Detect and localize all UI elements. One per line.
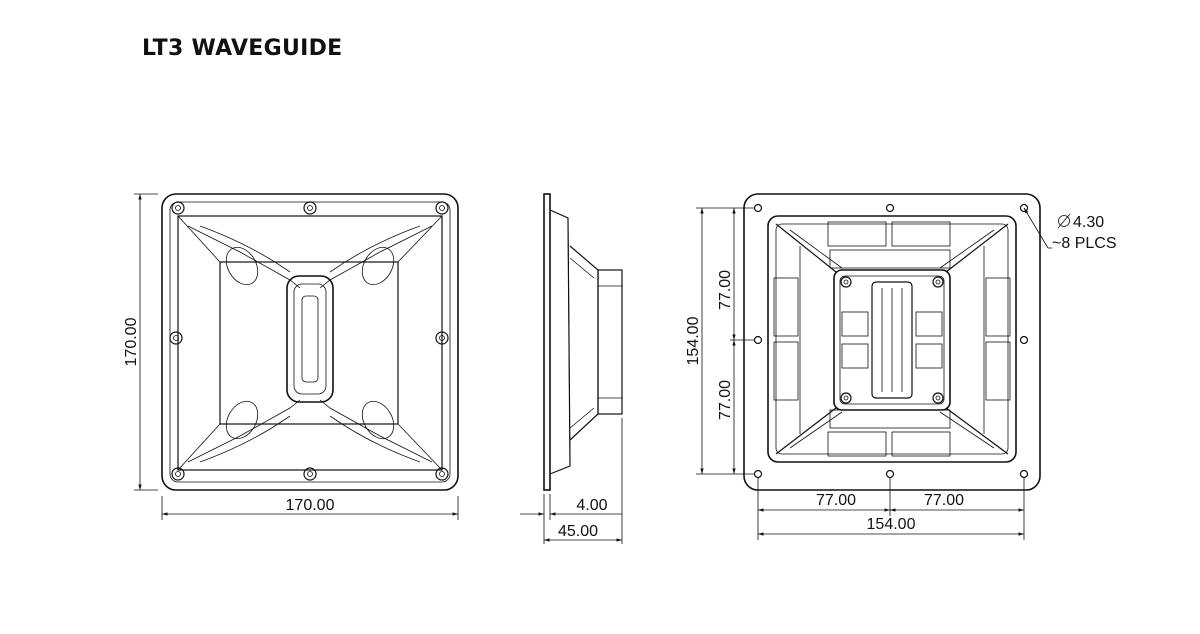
rear-half-width-left: 77.00 [816, 492, 856, 509]
rear-driver-plate [833, 269, 951, 411]
hole-count-note: ~8 PLCS [1052, 235, 1116, 252]
rear-mounting-holes [753, 203, 1029, 479]
front-horn-mouth [177, 215, 443, 471]
front-throat [286, 275, 334, 403]
rear-plate-screws [840, 276, 944, 404]
rear-half-height-bottom: 77.00 [717, 380, 734, 420]
drawing-title: LT3 WAVEGUIDE [142, 36, 343, 61]
side-depth-dimension: 45.00 [558, 523, 598, 540]
front-flange-outline [161, 193, 459, 491]
rear-half-height-top: 77.00 [717, 270, 734, 310]
side-view: 4.00 45.00 [520, 193, 623, 544]
rear-half-width-right: 77.00 [924, 492, 964, 509]
side-flange-dimension: 4.00 [576, 497, 607, 514]
diameter-symbol-icon [1058, 215, 1070, 227]
side-throat-mount [597, 269, 623, 415]
front-mounting-holes [169, 201, 449, 481]
front-height-dimension: 170.00 [123, 317, 140, 366]
front-view: 170.00 170.00 [123, 193, 459, 520]
rear-ribbon-slot [871, 281, 913, 399]
rear-rib-grid [773, 221, 1011, 457]
front-width-dimension: 170.00 [286, 497, 335, 514]
rear-view: 4.30 ~8 PLCS 77.00 77.00 154.00 154.00 7… [685, 193, 1116, 540]
rear-width-dimension: 154.00 [867, 516, 916, 533]
side-flange [543, 193, 551, 491]
hole-diameter-note: 4.30 [1073, 214, 1104, 231]
rear-flange-outline [743, 193, 1041, 491]
rear-height-dimension: 154.00 [685, 316, 702, 365]
